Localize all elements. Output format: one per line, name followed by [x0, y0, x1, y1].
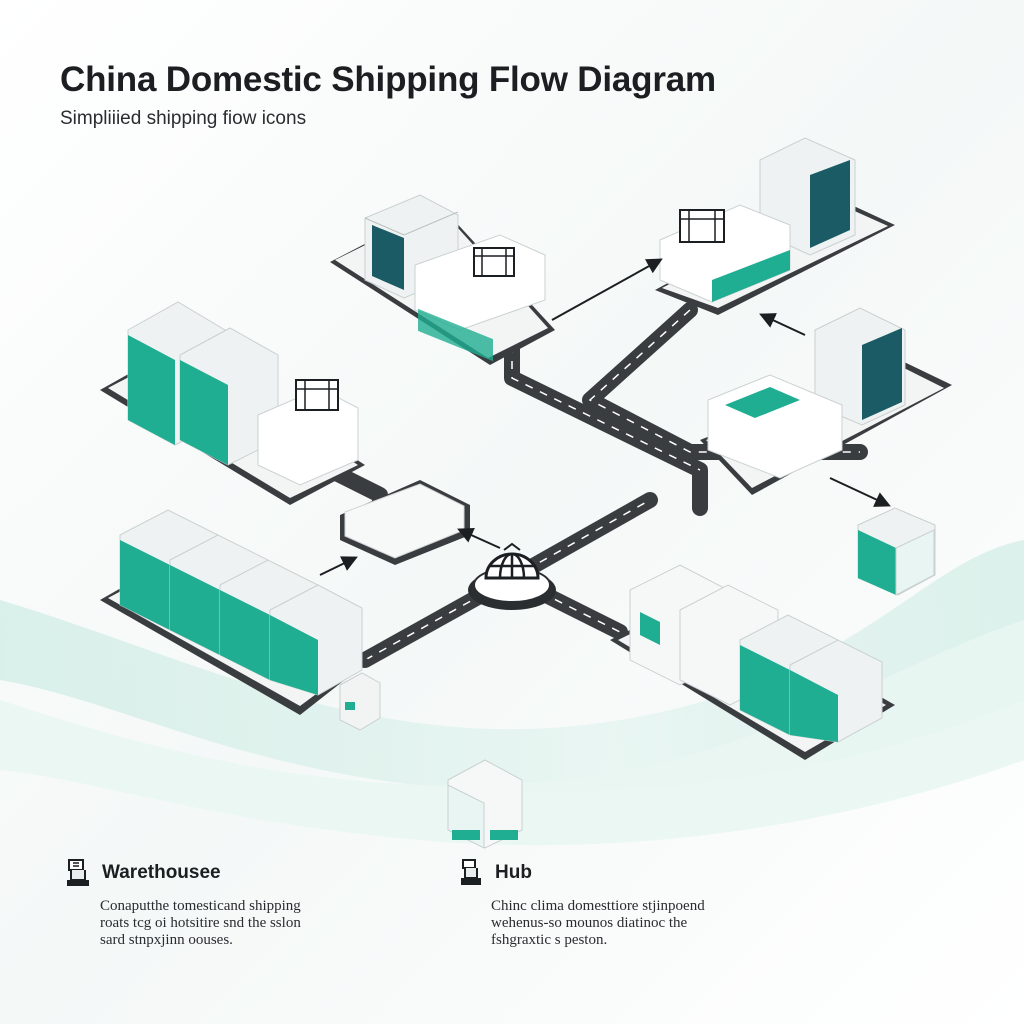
arrow-to-sorting-pad: [319, 556, 358, 576]
central-hub: [468, 542, 556, 610]
legend-warehouse: Warethousee Conaputthe tomesticand shipp…: [64, 858, 364, 949]
legend-label: Warethousee: [102, 862, 221, 883]
warehouse-platform-top-right: [655, 137, 895, 315]
arrow-into-hub: [457, 527, 501, 549]
arrow-to-locker-right: [829, 477, 891, 507]
warehouse-platform-bottom-left: [100, 509, 370, 715]
parcel-locker-left: [339, 672, 381, 731]
hub-globe-icon: [484, 542, 540, 580]
package-icon: [679, 209, 725, 243]
legend-description: Chinc clima domesttiore stjinpoend wehen…: [491, 898, 705, 948]
legend-label: Hub: [495, 862, 532, 883]
parcel-locker-right: [857, 507, 936, 596]
page-title: China Domestic Shipping Flow Diagram: [60, 60, 716, 99]
warehouse-platform-bottom-right: [610, 564, 895, 760]
legend-description: Conaputthe tomesticand shipping roats tc…: [100, 898, 301, 948]
warehouse-icon: [67, 859, 89, 886]
warehouse-platform-mid-left: [100, 301, 365, 505]
road-markings: [364, 309, 860, 661]
page-subtitle: Simpliiied shipping fiow icons: [60, 108, 307, 129]
package-icon: [473, 247, 515, 277]
warehouse-platform-mid-right: [700, 307, 952, 495]
package-icon: [295, 379, 339, 411]
parcel-locker-bottom: [447, 759, 523, 849]
hub-icon: [461, 859, 481, 885]
sorting-pad: [340, 480, 470, 565]
legend-hub: Hub Chinc clima domesttiore stjinpoend w…: [457, 858, 757, 949]
warehouse-platform-top-left: [330, 194, 555, 365]
road-top-left: [504, 337, 708, 516]
arrow-up-right: [759, 313, 806, 336]
arrow-to-top-right: [551, 258, 663, 321]
flow-arrows: [319, 258, 891, 576]
